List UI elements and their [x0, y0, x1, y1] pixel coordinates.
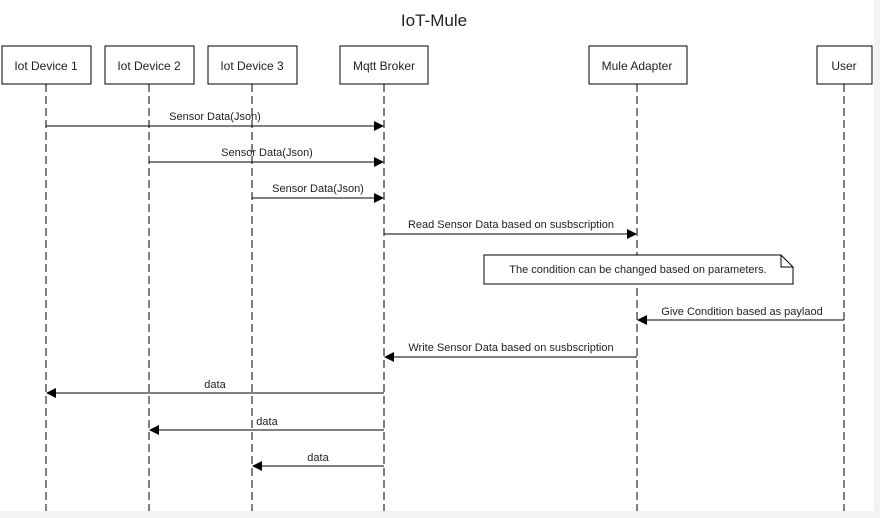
- message-1: Sensor Data(Json): [46, 111, 384, 131]
- message-label: Sensor Data(Json): [221, 147, 313, 159]
- participant-box: [339, 45, 429, 85]
- note: The condition can be changed based on pa…: [483, 254, 794, 285]
- arrowhead-left-icon: [637, 315, 647, 325]
- message-label: Give Condition based as paylaod: [661, 306, 822, 318]
- message-label: Write Sensor Data based on susbscription: [408, 342, 613, 354]
- message-8: data: [149, 416, 384, 435]
- message-label: data: [256, 416, 278, 428]
- participant-mule-adapter: Mule Adapter: [588, 45, 688, 511]
- message-7: data: [46, 379, 384, 398]
- participant-label: Iot Device 2: [117, 59, 181, 73]
- arrowhead-right-icon: [374, 193, 384, 203]
- participant-label: Mqtt Broker: [353, 59, 415, 73]
- participant-user: User: [816, 45, 873, 511]
- note-text: The condition can be changed based on pa…: [509, 264, 766, 276]
- arrowhead-left-icon: [46, 388, 56, 398]
- note-fold-icon: [780, 255, 793, 268]
- sequence-diagram: IoT-Mule Iot Device 1 Iot Device 2 Iot D…: [1, 11, 873, 511]
- arrowhead-right-icon: [374, 157, 384, 167]
- message-label: Sensor Data(Json): [169, 111, 261, 123]
- participant-iot-device-2: Iot Device 2: [104, 45, 195, 511]
- participant-label: Mule Adapter: [602, 59, 673, 73]
- arrowhead-right-icon: [374, 121, 384, 131]
- arrowhead-left-icon: [149, 425, 159, 435]
- message-6: Write Sensor Data based on susbscription: [384, 342, 637, 362]
- participant-mqtt-broker: Mqtt Broker: [339, 45, 429, 511]
- participant-iot-device-3: Iot Device 3: [207, 45, 298, 511]
- message-label: data: [204, 379, 226, 391]
- arrowhead-left-icon: [384, 352, 394, 362]
- message-label: Sensor Data(Json): [272, 183, 364, 195]
- participant-box: [104, 45, 195, 85]
- arrowhead-right-icon: [627, 229, 637, 239]
- participant-iot-device-1: Iot Device 1: [1, 45, 92, 511]
- participant-box: [588, 45, 688, 85]
- participant-box: [816, 45, 873, 85]
- diagram-canvas: IoT-Mule Iot Device 1 Iot Device 2 Iot D…: [0, 0, 874, 511]
- arrowhead-left-icon: [252, 461, 262, 471]
- participant-label: User: [831, 59, 856, 73]
- participant-label: Iot Device 1: [14, 59, 78, 73]
- message-9: data: [252, 452, 384, 471]
- participant-box: [1, 45, 92, 85]
- note-box: [483, 254, 794, 285]
- diagram-title: IoT-Mule: [401, 11, 467, 30]
- participant-box: [207, 45, 298, 85]
- message-5: Give Condition based as paylaod: [637, 306, 844, 325]
- message-label: data: [307, 452, 329, 464]
- participant-label: Iot Device 3: [220, 59, 284, 73]
- message-3: Sensor Data(Json): [252, 183, 384, 203]
- message-label: Read Sensor Data based on susbscription: [408, 219, 614, 231]
- message-2: Sensor Data(Json): [149, 147, 384, 167]
- message-4: Read Sensor Data based on susbscription: [384, 219, 637, 239]
